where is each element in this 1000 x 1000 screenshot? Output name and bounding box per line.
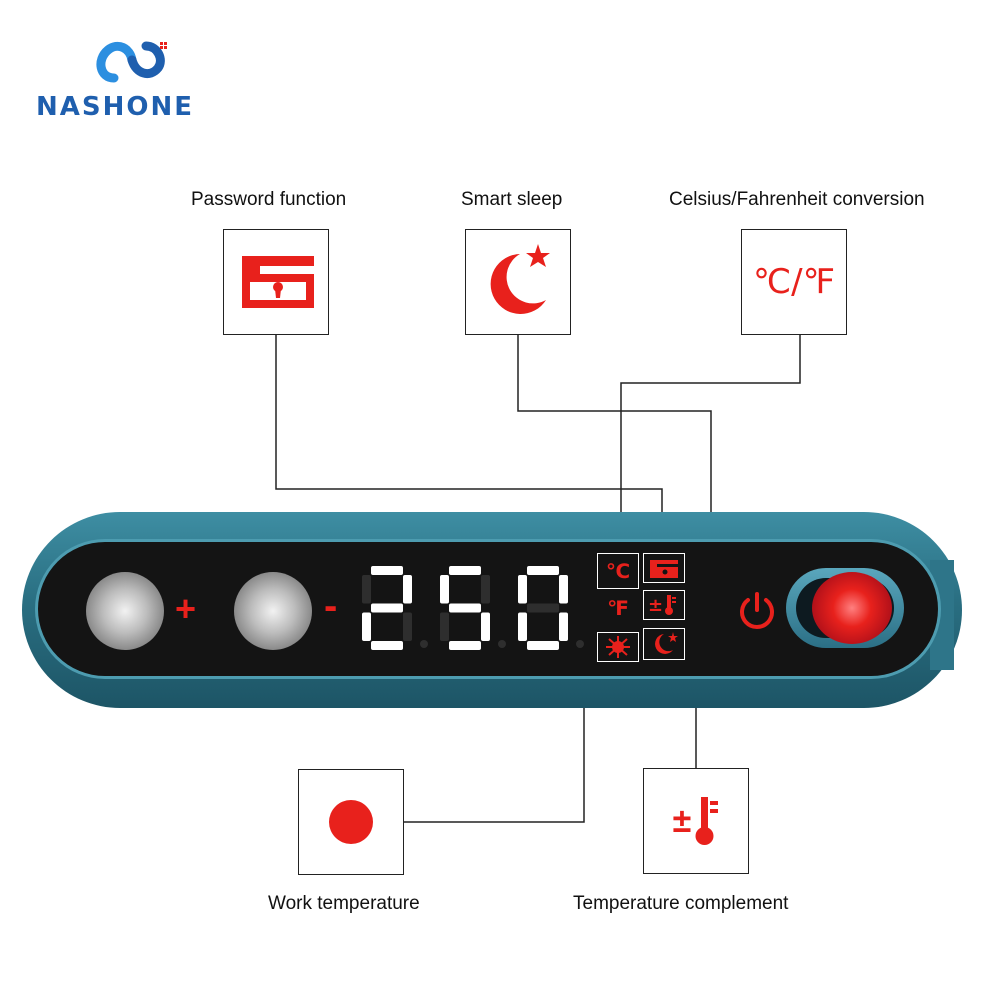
temp-comp-label: Temperature complement	[573, 893, 789, 914]
plus-label: +	[175, 588, 197, 629]
celsius-fahrenheit-symbol: ℃/℉	[753, 262, 835, 302]
power-icon	[740, 592, 774, 629]
display-segment	[371, 603, 403, 613]
display-segment	[371, 566, 403, 575]
password-label: Password function	[191, 189, 347, 210]
display-segment	[403, 612, 412, 641]
display-segment	[449, 603, 481, 613]
heating-icon	[606, 636, 630, 658]
display-segment	[362, 612, 371, 641]
display-segment	[440, 575, 449, 604]
red-dot-icon	[329, 800, 373, 844]
thermometer-icon	[695, 797, 719, 845]
power-switch-knob[interactable]	[812, 572, 892, 644]
work-temp-box	[298, 769, 404, 875]
display-decimal-point	[576, 640, 584, 648]
password-indicator	[643, 553, 685, 583]
minus-label: -	[324, 584, 338, 628]
temp-complement-indicator: ±	[643, 590, 685, 620]
plus-button[interactable]	[86, 572, 164, 650]
display-segment	[527, 566, 559, 575]
display-segment	[403, 575, 412, 604]
display-segment	[518, 575, 527, 604]
display-segment	[481, 575, 490, 604]
celsius-indicator: ℃	[597, 553, 639, 589]
display-segment	[440, 612, 449, 641]
sleep-indicator	[643, 628, 685, 660]
moon-star-icon	[490, 244, 550, 314]
display-segment	[527, 641, 559, 650]
work-temp-label: Work temperature	[268, 893, 420, 914]
sleep-box	[465, 229, 571, 335]
display-segment	[362, 575, 371, 604]
display-segment	[527, 603, 559, 613]
display-decimal-point	[420, 640, 428, 648]
display-segment	[559, 575, 568, 604]
sleep-label: Smart sleep	[461, 189, 563, 210]
display-segment	[371, 641, 403, 650]
display-segment	[518, 612, 527, 641]
plus-minus-symbol: ±	[672, 801, 692, 840]
fahrenheit-indicator: ℉	[607, 596, 629, 620]
minus-button[interactable]	[234, 572, 312, 650]
display-segment	[559, 612, 568, 641]
work-temp-indicator	[597, 632, 639, 662]
padlock-icon	[242, 256, 314, 308]
display-decimal-point	[498, 640, 506, 648]
temperature-display: 250	[356, 562, 596, 654]
brand-logo	[92, 40, 172, 85]
moon-small-icon	[655, 632, 678, 654]
display-segment	[449, 641, 481, 650]
temp-comp-box: ±	[643, 768, 749, 874]
password-box	[223, 229, 329, 335]
unit-label: Celsius/Fahrenheit conversion	[669, 189, 925, 210]
brand-name: NASHONE	[36, 92, 194, 122]
thermometer-small-icon	[665, 595, 677, 615]
unit-box: ℃/℉	[741, 229, 847, 335]
display-segment	[449, 566, 481, 575]
display-segment	[481, 612, 490, 641]
